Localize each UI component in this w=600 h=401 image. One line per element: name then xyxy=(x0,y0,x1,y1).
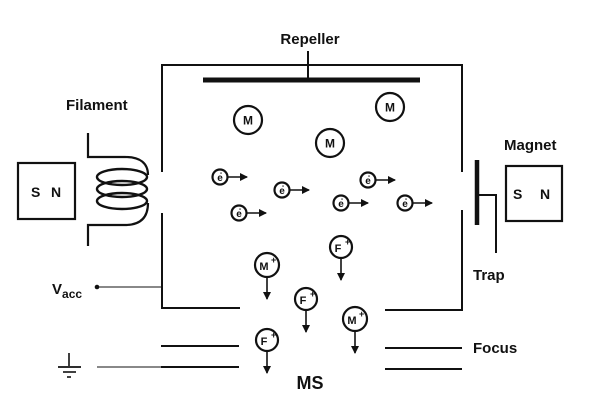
magnet-left-north: N xyxy=(51,184,61,200)
electron: e- xyxy=(273,181,310,199)
molecule-circle xyxy=(314,127,346,159)
molecule: M xyxy=(232,104,264,136)
ion-charge: + xyxy=(271,330,276,340)
chamber-lower-right-wall xyxy=(385,210,463,311)
magnet-right-north: N xyxy=(540,186,550,202)
vacc-main: V xyxy=(52,281,62,298)
ion-charge: + xyxy=(310,289,315,299)
repeller-label: Repeller xyxy=(280,31,339,48)
filament-coil xyxy=(86,133,150,246)
electron-label: e xyxy=(402,199,408,210)
electron-label: e xyxy=(338,199,344,210)
magnet-label: Magnet xyxy=(504,137,557,154)
molecule-circle xyxy=(374,91,406,123)
magnet-right: S N xyxy=(504,164,564,223)
ground-icon xyxy=(58,353,81,378)
magnet-right-south: S xyxy=(513,186,522,202)
ion: M+· xyxy=(253,251,281,300)
trap-electrode xyxy=(474,160,497,253)
electron: e- xyxy=(230,204,267,222)
svg-text:Vacc: Vacc xyxy=(52,281,82,301)
molecule: M xyxy=(314,127,346,159)
ion: F+ xyxy=(293,286,319,333)
molecule-label: M xyxy=(385,101,395,115)
electron-charge: - xyxy=(341,196,344,203)
molecule-circle xyxy=(232,104,264,136)
ion-label: F xyxy=(300,295,307,307)
electron-label: e xyxy=(279,186,285,197)
ion-charge: + xyxy=(345,237,350,247)
electron: e- xyxy=(332,194,369,212)
electron-label: e xyxy=(217,173,223,184)
filament-label: Filament xyxy=(66,97,128,114)
ion-charge: +· xyxy=(271,255,279,265)
focus-plates xyxy=(161,345,462,370)
ion-label: M xyxy=(259,261,268,273)
electron-charge: - xyxy=(405,196,408,203)
magnet-left: S N xyxy=(16,161,77,221)
vacc-label: Vacc xyxy=(52,281,82,301)
ion-label: M xyxy=(347,315,356,327)
electron-charge: - xyxy=(282,183,285,190)
ion-chamber xyxy=(161,64,463,311)
molecule-label: M xyxy=(243,114,253,128)
electron-label: e xyxy=(236,209,242,220)
ion-label: F xyxy=(335,243,342,255)
ion-label: F xyxy=(261,336,268,348)
electrons: e-e-e-e-e-e- xyxy=(211,168,433,222)
ion-charge: +· xyxy=(359,309,367,319)
molecule: M xyxy=(374,91,406,123)
focus-label: Focus xyxy=(473,340,517,357)
electron-charge: - xyxy=(239,206,242,213)
electron-label: e xyxy=(365,176,371,187)
electron: e- xyxy=(211,168,248,186)
vacc-sub: acc xyxy=(62,287,82,301)
electron: e- xyxy=(396,194,433,212)
molecule-label: M xyxy=(325,137,335,151)
ion: F+ xyxy=(254,327,280,374)
ion: M+· xyxy=(341,305,369,354)
molecules: M M M xyxy=(232,91,406,159)
ion: F+ xyxy=(328,234,354,281)
trap-label: Trap xyxy=(473,267,505,284)
chamber-lower-left-wall xyxy=(161,213,240,309)
magnet-left-south: S xyxy=(31,184,40,200)
electron: e- xyxy=(359,171,396,189)
electron-charge: - xyxy=(220,170,223,177)
ms-label: MS xyxy=(297,373,324,393)
ions: M+·F+F+M+·F+ xyxy=(253,234,369,374)
chamber-upper-wall xyxy=(161,64,463,172)
electron-charge: - xyxy=(368,173,371,180)
